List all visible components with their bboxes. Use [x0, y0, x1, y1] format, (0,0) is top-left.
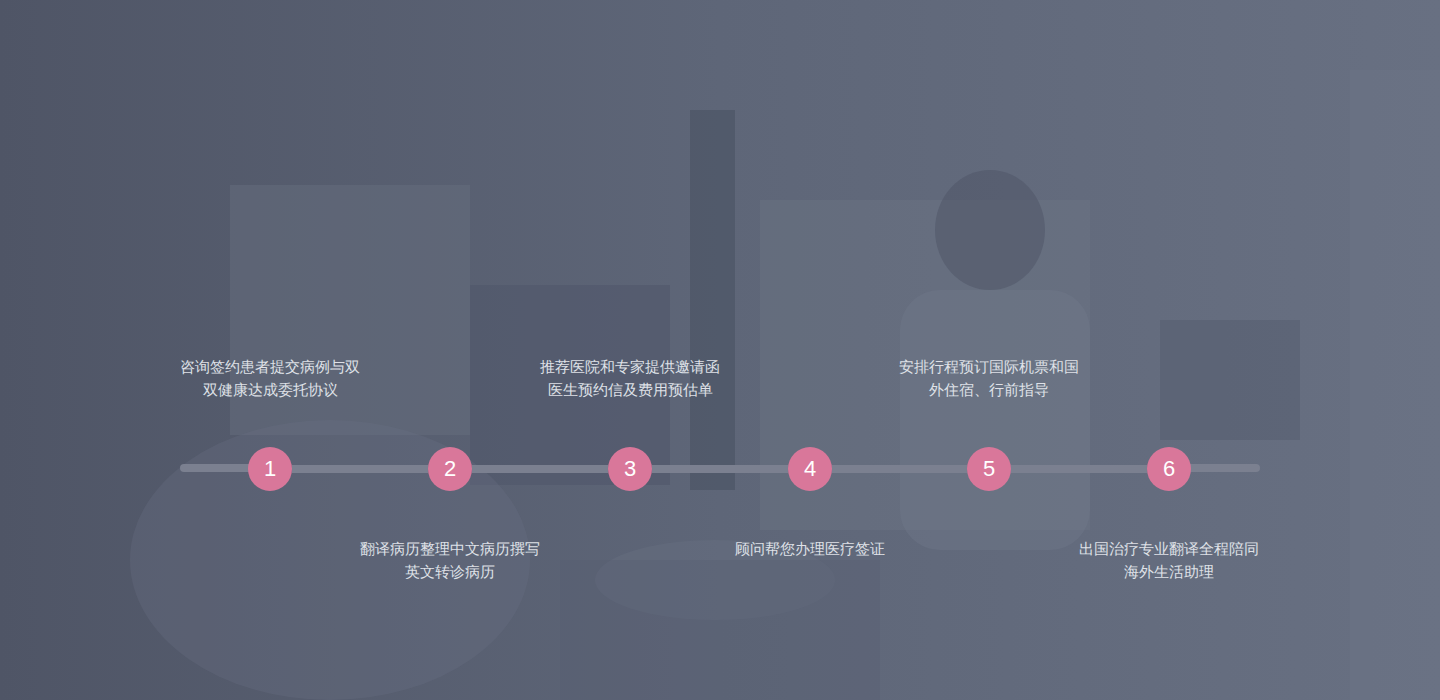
track-stub — [1190, 464, 1256, 472]
step-description: 咨询签约患者提交病例与双 双健康达成委托协议 — [176, 355, 365, 401]
step-circle: 1咨询签约患者提交病例与双 双健康达成委托协议 — [248, 447, 292, 491]
timeline-connector — [1011, 465, 1147, 473]
step-number: 1 — [248, 447, 292, 491]
step-description: 出国治疗专业翻译全程陪同 海外生活助理 — [1075, 537, 1264, 583]
track-stub — [184, 464, 250, 472]
step-description: 安排行程预订国际机票和国 外住宿、行前指导 — [895, 355, 1084, 401]
step-description: 顾问帮您办理医疗签证 — [716, 537, 905, 560]
step-number: 6 — [1147, 447, 1191, 491]
step-circle: 3推荐医院和专家提供邀请函 医生预约信及费用预估单 — [608, 447, 652, 491]
step-number: 5 — [967, 447, 1011, 491]
timeline-connector — [472, 465, 608, 473]
step-circle: 5安排行程预订国际机票和国 外住宿、行前指导 — [967, 447, 1011, 491]
timeline-connector — [652, 465, 788, 473]
timeline-connector — [292, 465, 428, 473]
step-circle: 6出国治疗专业翻译全程陪同 海外生活助理 — [1147, 447, 1191, 491]
step-description: 推荐医院和专家提供邀请函 医生预约信及费用预估单 — [536, 355, 725, 401]
step-description: 翻译病历整理中文病历撰写 英文转诊病历 — [356, 537, 545, 583]
step-number: 4 — [788, 447, 832, 491]
step-circle: 4顾问帮您办理医疗签证 — [788, 447, 832, 491]
step-number: 3 — [608, 447, 652, 491]
step-circle: 2翻译病历整理中文病历撰写 英文转诊病历 — [428, 447, 472, 491]
step-number: 2 — [428, 447, 472, 491]
timeline-connector — [832, 465, 967, 473]
